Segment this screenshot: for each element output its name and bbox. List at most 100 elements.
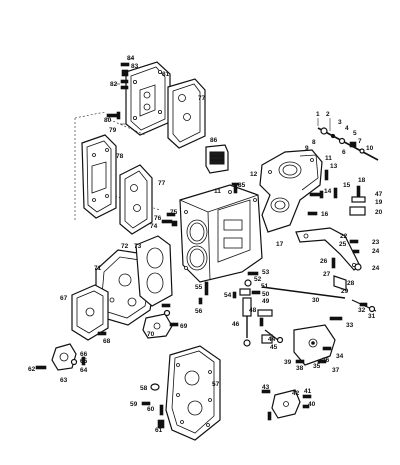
callout-20: 20: [375, 209, 383, 216]
gasket-73: [135, 235, 173, 307]
callout-56: 56: [195, 308, 203, 315]
callout-23: 23: [372, 239, 380, 246]
callout-57: 57: [212, 381, 220, 388]
callout-labels: 84 83 81 82 77 80 79 86 78 77 11 85 12 1…: [28, 55, 383, 434]
callout-6: 6: [342, 149, 346, 156]
callout-52: 52: [254, 276, 262, 283]
callout-24a: 24: [372, 248, 380, 255]
callout-22: 22: [340, 233, 348, 240]
callout-41: 41: [304, 388, 312, 395]
callout-78: 78: [116, 153, 124, 160]
callout-53: 53: [262, 269, 270, 276]
callout-77a: 77: [198, 95, 206, 102]
linkage-arm-22: [295, 227, 361, 271]
callout-55: 55: [195, 284, 203, 291]
callout-67: 67: [60, 295, 68, 302]
exhaust-cover-67: [71, 284, 109, 341]
callout-11b: 11: [325, 155, 332, 162]
bracket-31-32-33: [329, 299, 377, 321]
intake-manifold-12: [259, 149, 323, 233]
callout-46: 46: [232, 321, 240, 328]
callout-60: 60: [147, 406, 155, 413]
cylinder-block-11: [179, 184, 263, 283]
callout-37: 37: [332, 367, 340, 374]
callout-40: 40: [308, 401, 316, 408]
callout-18: 18: [358, 177, 366, 184]
callout-31: 31: [368, 313, 376, 320]
callout-47: 47: [375, 191, 383, 198]
callout-7: 7: [358, 138, 362, 145]
screws-68-69-23-24: [97, 303, 179, 336]
callout-15: 15: [343, 182, 351, 189]
screw-55: [204, 281, 209, 296]
callout-74: 74: [150, 223, 158, 230]
callout-69: 69: [180, 323, 188, 330]
callout-70: 70: [147, 331, 155, 338]
callout-42: 42: [292, 390, 300, 397]
callout-3: 3: [338, 119, 342, 126]
callout-63: 63: [60, 377, 68, 384]
callout-17: 17: [276, 241, 284, 248]
head-hardware-58-61: [141, 383, 165, 429]
callout-64: 64: [80, 367, 88, 374]
callout-43: 43: [262, 384, 270, 391]
stud-26: [331, 257, 336, 269]
callout-75: 75: [170, 209, 178, 216]
callout-24b: 24: [372, 265, 380, 272]
cover-gasket-77-top: [167, 78, 206, 149]
plugs-76-74-75: [161, 212, 178, 227]
callout-51: 51: [261, 283, 269, 290]
callout-59: 59: [130, 401, 138, 408]
throttle-shaft-assembly: [317, 118, 379, 161]
callout-5: 5: [353, 130, 357, 137]
thermostat-housing: [35, 343, 86, 371]
callout-72: 72: [121, 243, 129, 250]
bracket-19-20: [349, 185, 366, 216]
callout-30: 30: [312, 297, 320, 304]
callout-29: 29: [341, 288, 349, 295]
callout-36: 36: [322, 357, 330, 364]
callout-38: 38: [296, 365, 304, 372]
callout-80: 80: [104, 117, 112, 124]
callout-82: 82: [110, 81, 118, 88]
callout-35: 35: [313, 363, 321, 370]
callout-71: 71: [94, 265, 102, 272]
callout-32: 32: [358, 307, 366, 314]
callout-62: 62: [28, 366, 36, 373]
callout-58: 58: [140, 385, 148, 392]
callout-73: 73: [134, 243, 142, 250]
screws-80-79: [106, 111, 126, 125]
callout-66: 66: [80, 351, 88, 358]
callout-34: 34: [336, 353, 344, 360]
callout-2: 2: [326, 111, 330, 118]
fitting-85: [231, 182, 240, 194]
transfer-gasket-77: [119, 164, 153, 235]
screws-23-24: [349, 239, 362, 271]
callout-13: 13: [330, 163, 338, 170]
callout-81: 81: [162, 71, 170, 78]
callout-79: 79: [109, 127, 117, 134]
center-linkage-assembly: [239, 271, 279, 347]
screw-56: [198, 297, 203, 305]
callout-33: 33: [346, 322, 354, 329]
callout-8: 8: [312, 139, 316, 146]
callout-83: 83: [131, 63, 139, 70]
screws-40-41-43: [261, 389, 312, 421]
callout-26: 26: [320, 258, 328, 265]
throttle-cam-assembly: [276, 324, 336, 366]
callout-48: 48: [249, 307, 257, 314]
callout-45: 45: [270, 344, 278, 351]
callout-12: 12: [250, 171, 258, 178]
callout-9: 9: [305, 145, 309, 152]
callout-77b: 77: [158, 180, 166, 187]
callout-61: 61: [155, 427, 163, 434]
screw-54: [232, 291, 237, 299]
plate-70: [142, 313, 173, 339]
callout-39: 39: [284, 359, 292, 366]
callout-54: 54: [224, 292, 232, 299]
callout-11a: 11: [214, 188, 221, 195]
callout-25: 25: [339, 241, 347, 248]
callout-76: 76: [154, 215, 162, 222]
bracket-42: [271, 389, 301, 419]
